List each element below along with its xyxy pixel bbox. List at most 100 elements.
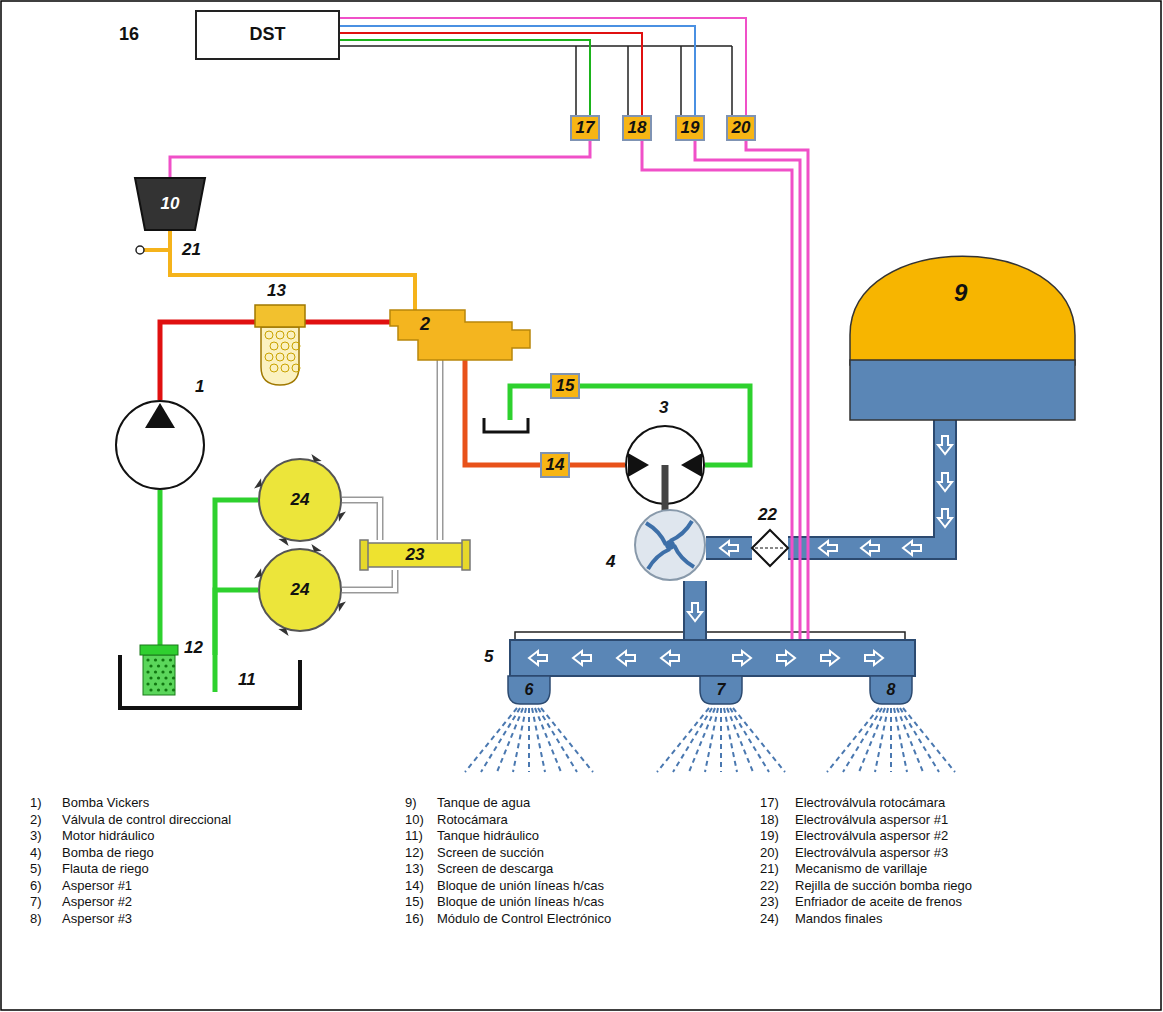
suction-strainer: 22 <box>752 530 788 566</box>
hydraulic-line <box>465 360 540 465</box>
component-label: 18 <box>628 119 647 138</box>
component-label: 24 <box>291 581 310 600</box>
legend-number: 2) <box>30 813 42 827</box>
hydraulic-line <box>695 141 800 640</box>
callout-number: 21 <box>182 241 201 260</box>
legend-number: 11) <box>405 829 423 843</box>
control-module: 16DST <box>195 10 340 60</box>
flow-arrow <box>617 651 635 665</box>
pipe-wall <box>788 420 945 548</box>
tube-core <box>342 500 380 540</box>
directional-valve: 2 <box>390 310 530 360</box>
legend-name: Aspersor #3 <box>62 912 132 926</box>
connector <box>695 141 800 640</box>
impeller-hub <box>665 540 675 550</box>
rotation-arrow <box>336 509 346 522</box>
filter-element <box>276 331 284 339</box>
legend-number: 7) <box>30 895 42 909</box>
hydraulic-line <box>170 141 590 178</box>
shape-outline <box>115 400 205 490</box>
legend-name: Flauta de riego <box>62 862 149 876</box>
screen-mesh <box>149 688 152 691</box>
flow-arrow <box>529 651 547 665</box>
rotation-arrow <box>336 599 346 612</box>
screen-mesh <box>172 688 175 691</box>
flow-arrow <box>903 541 921 555</box>
junction-block: 15 <box>550 373 580 399</box>
callout-number: 3 <box>659 399 668 418</box>
screen-mesh <box>146 658 149 661</box>
sprinkler-body <box>508 676 550 704</box>
callout-number: 22 <box>758 506 777 525</box>
solenoid-valve: 17 <box>570 115 600 141</box>
solenoid-valve: 19 <box>675 115 705 141</box>
component-label: 6 <box>525 681 534 699</box>
connector <box>342 570 395 590</box>
legend-number: 10) <box>405 813 424 827</box>
legend-name: Bloque de unión líneas h/cas <box>437 879 604 893</box>
legend-number: 5) <box>30 862 42 876</box>
ground-wire <box>515 632 905 640</box>
connector <box>160 490 161 645</box>
flow-arrow <box>938 509 952 527</box>
legend-name: Aspersor #2 <box>62 895 132 909</box>
callout-number: 12 <box>184 639 203 658</box>
spray-bar-body <box>510 640 915 676</box>
connector <box>160 322 255 400</box>
component-label: 19 <box>681 119 700 138</box>
screen-mesh <box>169 682 172 685</box>
spray-line <box>827 708 879 772</box>
spray-line <box>541 708 593 772</box>
cooler-cap <box>462 540 470 570</box>
filter-element <box>292 342 300 350</box>
tank-water <box>850 360 1075 420</box>
drain-line <box>510 386 550 420</box>
legend-name: Screen de descarga <box>437 862 553 876</box>
hydraulic-line <box>215 500 258 655</box>
spray-line <box>730 708 769 772</box>
legend-name: Tanque hidráulico <box>437 829 539 843</box>
shape-outline <box>634 509 706 581</box>
filter-element <box>287 331 295 339</box>
impeller-vane <box>674 545 694 567</box>
hydraulic-motor: 3 <box>625 425 705 505</box>
linkage-pivot <box>136 246 144 254</box>
legend-number: 21) <box>760 862 779 876</box>
component-label: 23 <box>406 546 425 565</box>
spray-line <box>900 708 939 772</box>
cooler-cap <box>360 540 368 570</box>
legend-name: Electroválvula aspersor #2 <box>795 829 948 843</box>
screen-mesh <box>169 658 172 661</box>
pipe-water <box>788 420 945 548</box>
legend-name: Enfriador de aceite de frenos <box>795 895 962 909</box>
flow-arrow <box>777 651 795 665</box>
screen-mesh <box>146 682 149 685</box>
valve-body <box>390 310 530 360</box>
spray-line <box>903 708 955 772</box>
component-label: DST <box>250 25 286 45</box>
legend-number: 24) <box>760 912 779 926</box>
legend-number: 18) <box>760 813 779 827</box>
spray-line <box>465 708 517 772</box>
pipe-wall <box>683 581 707 640</box>
sprinkler-body <box>700 676 742 704</box>
connector <box>340 33 642 115</box>
legend-name: Módulo de Control Electrónico <box>437 912 611 926</box>
legend-name: Válvula de control direccional <box>62 813 231 827</box>
legend-number: 22) <box>760 879 779 893</box>
legend-number: 23) <box>760 895 779 909</box>
callout-number: 13 <box>267 282 286 301</box>
connector <box>746 141 808 640</box>
flow-arrow <box>938 436 952 454</box>
screen-mesh <box>164 688 167 691</box>
component-label: 7 <box>717 681 726 699</box>
legend-number: 17) <box>760 796 779 810</box>
connector <box>706 548 752 549</box>
component-label: 20 <box>732 119 751 138</box>
final-drive: 24 <box>258 458 342 542</box>
component-label: 24 <box>291 491 310 510</box>
pump-casing <box>635 510 705 580</box>
shape-outline <box>390 310 530 360</box>
brake-oil-cooler: 23 <box>360 540 470 570</box>
tube-wall <box>342 570 395 590</box>
